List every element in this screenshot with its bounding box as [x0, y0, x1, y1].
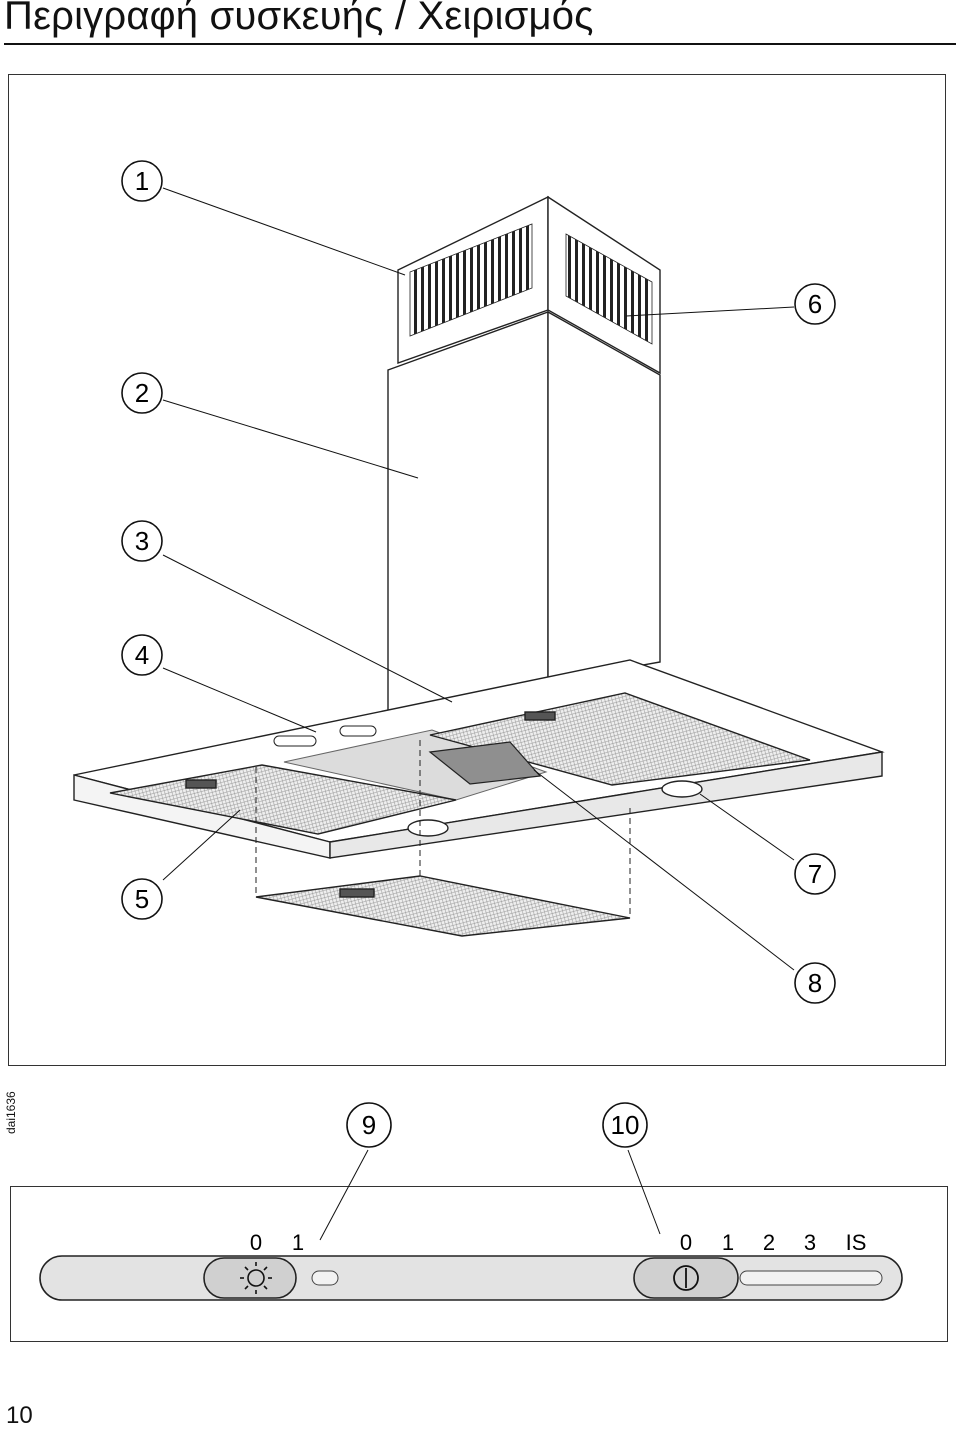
title-divider — [4, 43, 956, 45]
callout-leaders — [162, 187, 795, 1241]
callout-7: 7 — [808, 859, 822, 889]
callout-bubbles — [121, 160, 836, 1148]
hood-figure-frame — [8, 74, 946, 1066]
callout-5: 5 — [135, 884, 149, 914]
light-bulb-icon — [240, 1262, 272, 1294]
callout-6: 6 — [808, 289, 822, 319]
grease-filter-removed — [255, 875, 631, 937]
callout-10: 10 — [611, 1110, 640, 1140]
light-scale-1: 1 — [292, 1230, 304, 1255]
callout-1: 1 — [135, 166, 149, 196]
control-panel-strip — [39, 1255, 903, 1301]
canopy-right-edge — [329, 751, 883, 859]
fan-switch-track — [739, 1270, 883, 1286]
fan-scale-0: 0 — [680, 1230, 692, 1255]
lamps — [407, 780, 703, 837]
fan-scale-is: IS — [846, 1230, 867, 1255]
light-switch[interactable] — [203, 1257, 297, 1299]
callout-9: 9 — [362, 1110, 376, 1140]
control-panel-frame — [10, 1186, 948, 1342]
callout-labels: 1 2 3 4 5 6 7 8 9 10 — [135, 166, 822, 1140]
page-number: 10 — [6, 1402, 33, 1429]
light-scale-0: 0 — [250, 1230, 262, 1255]
callout-2: 2 — [135, 378, 149, 408]
control-buttons — [273, 725, 377, 747]
fan-scale-2: 2 — [763, 1230, 775, 1255]
lower-chimney-right-face — [547, 310, 661, 683]
lamp-right — [661, 780, 703, 798]
callout-3: 3 — [135, 526, 149, 556]
lower-chimney-left-face — [387, 311, 549, 739]
grease-filters — [109, 692, 811, 937]
air-vents — [409, 223, 653, 345]
interior-panel — [428, 741, 542, 785]
fan-scale-1: 1 — [722, 1230, 734, 1255]
callout-8: 8 — [808, 968, 822, 998]
page-title: Περιγραφή συσκευής / Χειρισμός — [4, 0, 594, 38]
light-switch-track — [311, 1270, 339, 1286]
callout-4: 4 — [135, 640, 149, 670]
power-icon — [673, 1265, 699, 1291]
lamp-left — [407, 819, 449, 837]
fan-scale-3: 3 — [804, 1230, 816, 1255]
filter-dashed-guides — [255, 740, 631, 918]
switch-scale-labels: 0 1 0 1 2 3 IS — [250, 1230, 867, 1255]
